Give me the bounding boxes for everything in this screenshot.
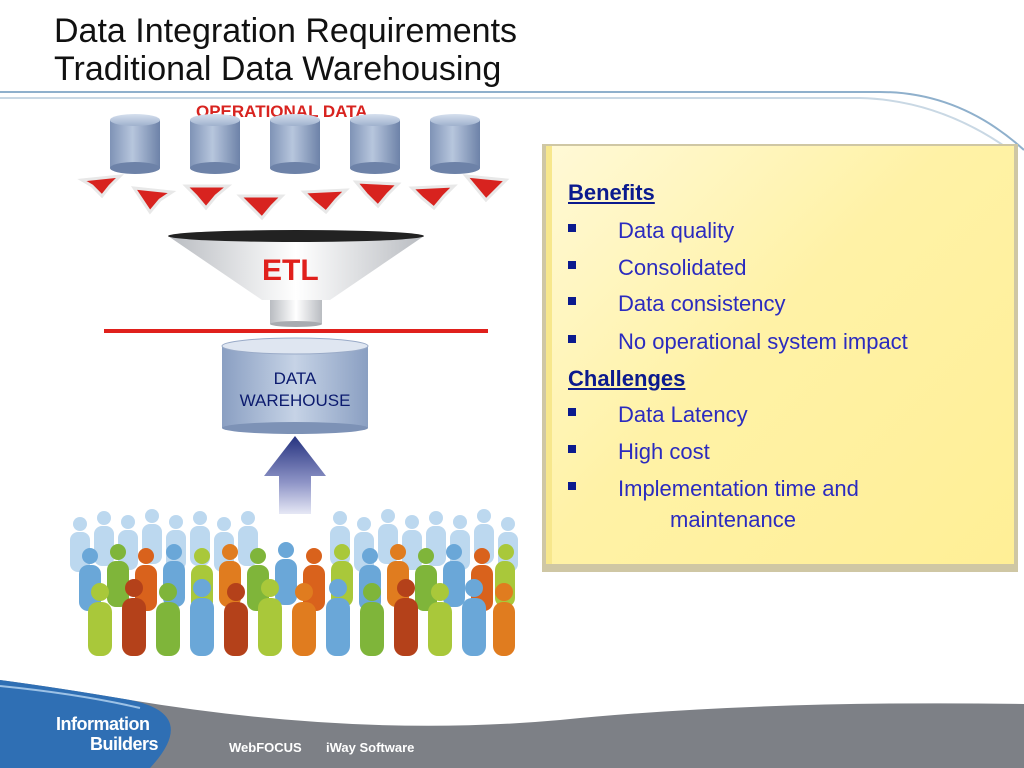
bullet-icon: [568, 482, 576, 490]
etl-diagram: [70, 114, 518, 656]
bullet-icon: [568, 445, 576, 453]
footer-band: [0, 680, 1024, 768]
database-icon: [190, 114, 240, 174]
information-builders-logo: Information Builders: [56, 714, 159, 754]
data-flow-arrows: [77, 174, 510, 221]
down-arrow-icon: [408, 184, 458, 211]
data-warehouse-label-line-1: DATA: [273, 369, 317, 388]
data-warehouse-label: DATA WAREHOUSE: [222, 368, 368, 412]
bullet-icon: [568, 408, 576, 416]
product-iway-software: iWay Software: [326, 740, 415, 755]
challenge-text: High cost: [618, 439, 710, 464]
challenges-heading: Challenges: [568, 366, 686, 391]
slide-title: Data Integration Requirements Traditiona…: [54, 12, 517, 88]
title-underline-decoration: [0, 91, 1024, 151]
benefit-text: Data quality: [618, 218, 735, 243]
database-icon: [110, 114, 160, 174]
data-warehouse-label-line-2: WAREHOUSE: [239, 391, 351, 410]
users-crowd-icon: [70, 509, 518, 656]
title-line-1: Data Integration Requirements: [54, 12, 518, 50]
down-arrow-icon: [236, 194, 286, 221]
benefit-text: Data consistency: [618, 291, 786, 316]
logo-line-2: Builders: [90, 734, 159, 754]
down-arrow-icon: [77, 174, 125, 199]
benefit-text: No operational system impact: [618, 329, 908, 354]
logo-line-1: Information: [56, 714, 150, 734]
bullet-icon: [568, 335, 576, 343]
down-arrow-icon: [130, 186, 177, 215]
benefits-challenges-panel: [546, 146, 1014, 564]
down-arrow-icon: [352, 180, 402, 209]
down-arrow-icon: [300, 188, 350, 215]
database-icon: [350, 114, 400, 174]
benefit-text: Consolidated: [618, 255, 747, 280]
up-arrow-icon: [264, 436, 326, 514]
data-warehouse-icon: [221, 337, 369, 434]
operational-data-label: OPERATIONAL DATA: [196, 102, 368, 121]
down-arrow-icon: [182, 184, 233, 211]
benefits-heading: Benefits: [568, 180, 655, 205]
challenge-text: Implementation time and: [618, 476, 859, 501]
bullet-icon: [568, 297, 576, 305]
product-webfocus: WebFOCUS: [229, 740, 302, 755]
challenge-text: Data Latency: [618, 402, 748, 427]
database-icon: [270, 114, 320, 174]
bullet-icon: [568, 261, 576, 269]
database-icon: [430, 114, 480, 174]
bullet-icon: [568, 224, 576, 232]
challenge-text-continued: maintenance: [670, 507, 796, 532]
etl-label: ETL: [262, 254, 319, 287]
etl-funnel: [168, 230, 424, 327]
title-line-2: Traditional Data Warehousing: [54, 50, 502, 88]
down-arrow-icon: [462, 174, 510, 203]
operational-data-sources: [110, 114, 480, 174]
